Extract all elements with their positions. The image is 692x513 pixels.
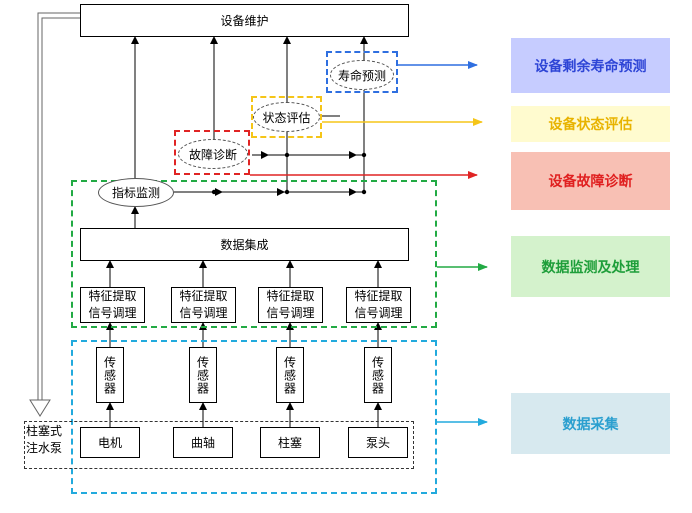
feature-line2: 信号调理 <box>179 306 228 320</box>
feature-line1: 特征提取 <box>266 289 315 303</box>
legend-data-monitoring-label: 数据监测及处理 <box>541 259 640 276</box>
equipment-maintenance-box: 设备维护 <box>80 4 409 37</box>
fault-diagnosis-label: 故障诊断 <box>188 147 237 162</box>
feature-line2: 信号调理 <box>88 306 137 320</box>
feature-line2: 信号调理 <box>354 306 403 320</box>
feature-box: 特征提取 信号调理 <box>80 287 145 323</box>
pump-label-line1: 柱塞式 <box>26 424 63 438</box>
monitoring-group-frame <box>71 180 437 328</box>
component-label: 泵头 <box>365 436 390 450</box>
feature-line1: 特征提取 <box>354 289 403 303</box>
sensor-label: 传感器 <box>102 355 117 395</box>
life-prediction-node: 寿命预测 <box>330 60 394 90</box>
sensor-box: 传感器 <box>189 347 217 403</box>
pump-group-frame <box>24 421 414 469</box>
life-prediction-frame <box>326 51 398 93</box>
sensor-label: 传感器 <box>195 355 210 395</box>
component-label: 曲轴 <box>190 436 215 450</box>
legend-state-evaluation: 设备状态评估 <box>511 106 670 142</box>
legend-state-evaluation-label: 设备状态评估 <box>548 117 633 133</box>
indicator-monitoring-node: 指标监测 <box>98 178 174 207</box>
acquisition-group-frame <box>71 340 437 494</box>
legend-remaining-life-label: 设备剩余寿命预测 <box>534 58 647 75</box>
sensor-box: 传感器 <box>364 347 392 403</box>
legend-fault-diagnosis-label: 设备故障诊断 <box>548 174 633 190</box>
component-crankshaft: 曲轴 <box>173 427 233 458</box>
sensor-box: 传感器 <box>276 347 304 403</box>
component-label: 柱塞 <box>277 436 302 450</box>
data-integration-box: 数据集成 <box>80 228 409 261</box>
legend-fault-diagnosis: 设备故障诊断 <box>511 152 670 210</box>
component-pump-head: 泵头 <box>348 427 408 458</box>
feature-line1: 特征提取 <box>179 289 228 303</box>
pump-label: 柱塞式 注水泵 <box>26 423 76 457</box>
component-label: 电机 <box>97 436 122 450</box>
equipment-maintenance-label: 设备维护 <box>220 14 269 28</box>
sensor-box: 传感器 <box>96 347 124 403</box>
feature-box: 特征提取 信号调理 <box>171 287 236 323</box>
state-evaluation-label: 状态评估 <box>262 110 311 125</box>
indicator-monitoring-label: 指标监测 <box>111 186 160 200</box>
component-plunger: 柱塞 <box>260 427 320 458</box>
state-evaluation-node: 状态评估 <box>253 102 320 132</box>
feature-line2: 信号调理 <box>266 306 315 320</box>
feature-line1: 特征提取 <box>88 289 137 303</box>
life-prediction-label: 寿命预测 <box>337 68 386 83</box>
feature-box: 特征提取 信号调理 <box>258 287 323 323</box>
pump-label-line2: 注水泵 <box>26 441 63 455</box>
feature-box: 特征提取 信号调理 <box>346 287 411 323</box>
data-integration-label: 数据集成 <box>220 238 269 252</box>
legend-remaining-life: 设备剩余寿命预测 <box>511 38 670 93</box>
fault-diagnosis-node: 故障诊断 <box>178 139 248 169</box>
legend-data-acquisition-label: 数据采集 <box>562 416 619 433</box>
legend-data-monitoring: 数据监测及处理 <box>511 236 670 297</box>
sensor-label: 传感器 <box>282 355 297 395</box>
component-motor: 电机 <box>80 427 140 458</box>
state-evaluation-frame <box>251 96 322 138</box>
sensor-label: 传感器 <box>370 355 385 395</box>
legend-data-acquisition: 数据采集 <box>511 393 670 454</box>
fault-diagnosis-frame <box>174 130 250 175</box>
